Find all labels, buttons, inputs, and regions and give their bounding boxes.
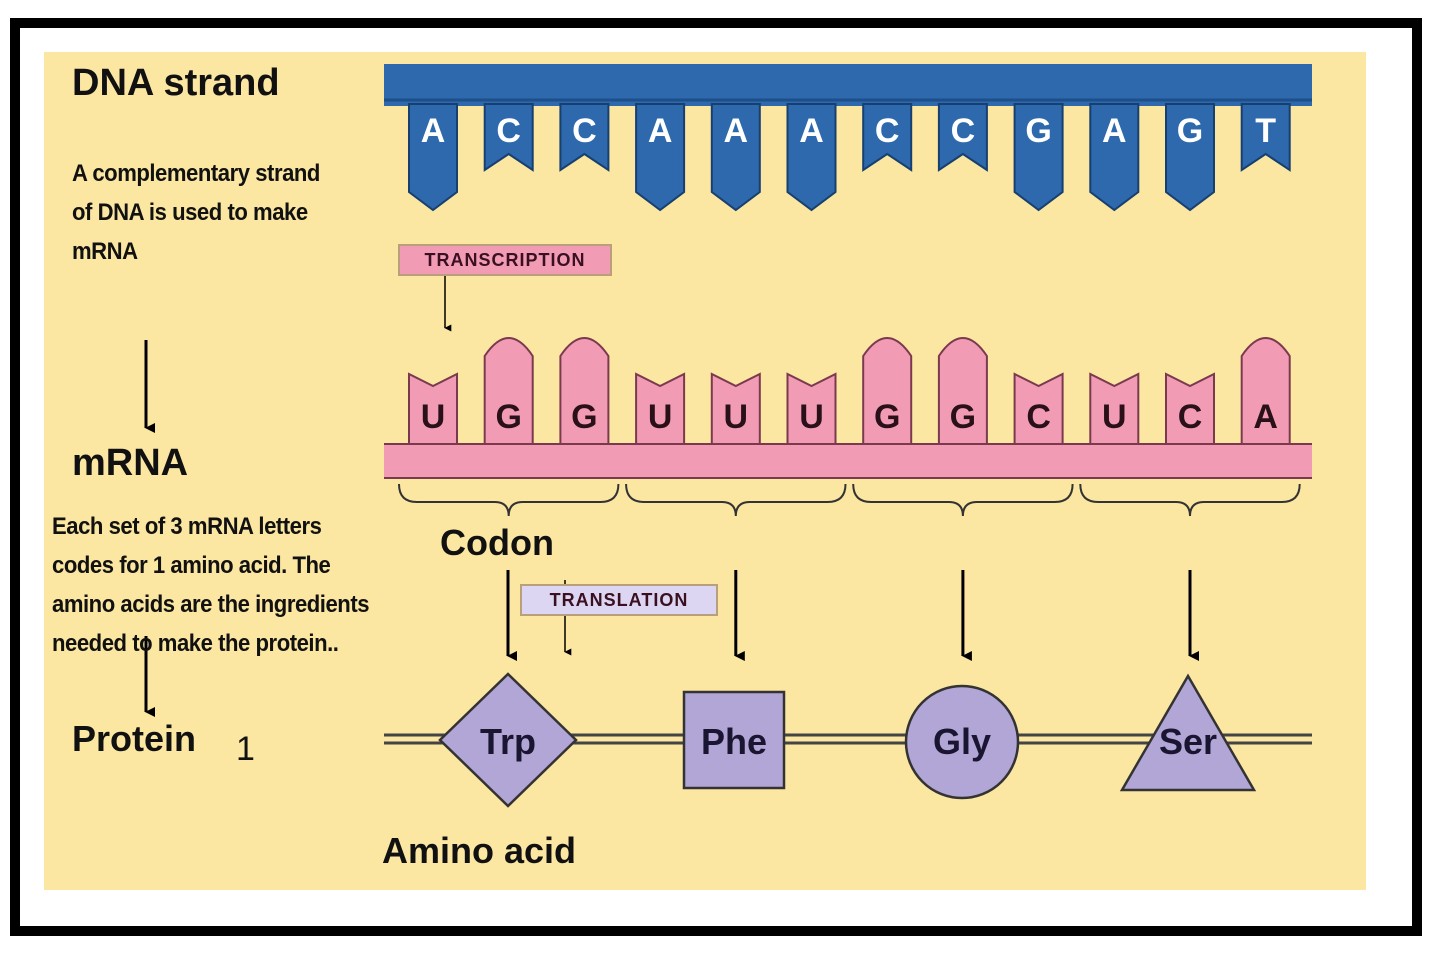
mrna-base-letter: G (495, 398, 521, 436)
codon-note-line-4: needed to make the protein.. (52, 630, 339, 657)
complementary-note-line-1: A complementary strand (72, 160, 320, 187)
protein-number: 1 (236, 730, 255, 768)
dna-base-letter: A (421, 112, 446, 150)
mrna-base-G: G (862, 337, 913, 445)
mrna-base-letter: G (874, 398, 900, 436)
codon-brace (398, 483, 620, 517)
mrna-base-letter: G (571, 398, 597, 436)
codon-label: Codon (440, 522, 554, 563)
dna-base-C: C (559, 103, 610, 172)
amino-acid-label: Amino acid (382, 830, 577, 871)
mrna-base-U: U (710, 372, 761, 445)
mrna-label: mRNA (72, 442, 189, 484)
complementary-note-line-3: mRNA (72, 238, 138, 265)
dna-base-letter: G (1177, 112, 1203, 150)
dna-base-T: T (1240, 103, 1291, 172)
dna-base-letter: C (951, 112, 976, 150)
codon-braces (398, 483, 1301, 517)
dna-base-letter: G (1025, 112, 1051, 150)
dna-base-letter: A (1102, 112, 1127, 150)
amino-acid-label-text: Trp (480, 721, 536, 762)
amino-acid-label-text: Gly (933, 721, 991, 762)
mrna-base-letter: U (799, 398, 824, 436)
dna-base-letter: C (496, 112, 521, 150)
dna-base-A: A (635, 103, 686, 212)
protein-label: Protein (72, 718, 197, 759)
amino-acid-label-text: Phe (701, 721, 767, 762)
mrna-base-letter: U (421, 398, 446, 436)
dna-base-C: C (937, 103, 988, 172)
mrna-base-A: A (1240, 337, 1291, 445)
codon-brace (852, 483, 1074, 517)
dna-base-A: A (786, 103, 837, 212)
amino-acid-label-text: Ser (1159, 721, 1217, 762)
mrna-base-letter: U (724, 398, 749, 436)
protein-chain: Trp Phe Gly Ser (384, 672, 1312, 808)
mrna-base-letter: A (1253, 398, 1278, 436)
codon-brace (1079, 483, 1301, 517)
mrna-base-U: U (408, 372, 458, 445)
mrna-base-C: C (1165, 372, 1215, 445)
mrna-base-letter: C (1026, 398, 1051, 436)
dna-base-A: A (710, 103, 761, 212)
mrna-base-U: U (635, 372, 686, 445)
codon-note-line-1: Each set of 3 mRNA letters (52, 513, 322, 540)
dna-base-G: G (1165, 103, 1215, 212)
translation-tag: TRANSLATION (520, 584, 718, 616)
amino-acid-phe: Phe (682, 690, 786, 790)
mrna-base-G: G (483, 337, 534, 445)
dna-base-A: A (1089, 103, 1140, 212)
mrna-base-letter: C (1178, 398, 1203, 436)
dna-base-G: G (1013, 103, 1064, 212)
complementary-note-line-2: of DNA is used to make (72, 199, 308, 226)
transcription-tag: TRANSCRIPTION (398, 244, 612, 276)
mrna-base-letter: U (1102, 398, 1127, 436)
amino-acid-ser: Ser (1119, 673, 1257, 792)
codon-brace (625, 483, 847, 517)
amino-acid-gly: Gly (904, 684, 1020, 800)
mrna-base-G: G (559, 337, 610, 445)
dna-strand-label: DNA strand (72, 62, 280, 104)
mrna-base-letter: G (950, 398, 976, 436)
dna-base-letter: A (648, 112, 673, 150)
dna-base-C: C (862, 103, 913, 172)
mrna-base-letter: U (648, 398, 673, 436)
mrna-base-U: U (1089, 372, 1140, 445)
dna-base-C: C (483, 103, 534, 172)
dna-base-A: A (408, 103, 458, 212)
dna-base-letter: T (1255, 112, 1276, 150)
mrna-base-C: C (1013, 372, 1064, 445)
dna-base-letter: A (724, 112, 749, 150)
mrna-base-U: U (786, 372, 837, 445)
amino-acid-trp: Trp (438, 672, 578, 808)
dna-base-letter: C (572, 112, 597, 150)
codon-note-line-3: amino acids are the ingredients (52, 591, 370, 618)
dna-base-letter: C (875, 112, 900, 150)
mrna-backbone (384, 444, 1312, 478)
dna-base-letter: A (799, 112, 824, 150)
mrna-base-G: G (937, 337, 988, 445)
codon-note-line-2: codes for 1 amino acid. The (52, 552, 331, 579)
